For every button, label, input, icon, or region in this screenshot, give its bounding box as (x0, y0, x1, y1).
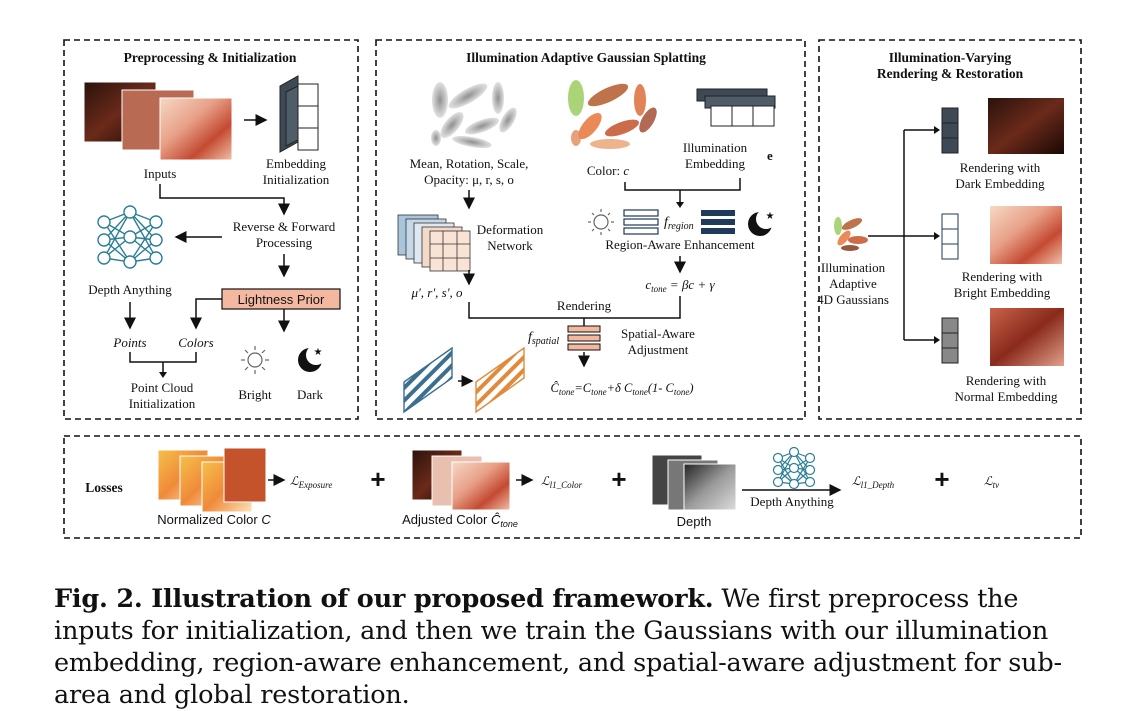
bright-render-image (990, 206, 1062, 264)
exposure-loss: ℒExposure (290, 474, 332, 490)
hatched-blue-shape (403, 346, 453, 414)
l1-depth-loss: ℒl1_Depth (852, 474, 895, 490)
caption-text: We first preprocess the inputs for initi… (54, 584, 1062, 710)
hatched-orange-shape (475, 346, 525, 414)
spatial-adj-label-2: Adjustment (628, 342, 689, 357)
colored-gaussians-icon (568, 80, 657, 149)
final-formula: Ĉtone=Ctone+δ Ctone(1- Ctone) (550, 381, 693, 397)
attributes-label-1: Mean, Rotation, Scale, (410, 156, 529, 171)
moon-icon-2: ★ (748, 209, 776, 236)
gaussian-splatting-panel (375, 39, 806, 420)
colors-label: Colors (178, 335, 213, 350)
diagram-canvas: Preprocessing & Initialization Inputs Em… (63, 39, 1082, 539)
normal-render-image (990, 308, 1064, 366)
normal-render-label-2: Normal Embedding (955, 389, 1058, 404)
gaussians-label-1: Illumination (821, 260, 886, 275)
dark-render-label-1: Rendering with (960, 160, 1041, 175)
normalized-color-label: Normalized Color C (157, 512, 271, 527)
moon-icon: ★ (298, 345, 326, 372)
embedding-init-label-2: Initialization (263, 172, 330, 187)
deformation-label-2: Network (487, 238, 533, 253)
dark-embedding-icon (941, 107, 959, 154)
point-cloud-label-2: Initialization (129, 396, 196, 411)
spatial-adjustment-icon (567, 325, 601, 351)
bright-label: Bright (238, 387, 272, 402)
dark-label: Dark (297, 387, 323, 402)
reverse-forward-label-2: Processing (256, 235, 313, 250)
color-label: Color: c (587, 163, 629, 178)
illumination-embedding-icon (696, 88, 776, 127)
f-spatial-label: fspatial (528, 330, 559, 347)
svg-text:★: ★ (314, 347, 323, 358)
embedding-symbol: e (767, 148, 773, 163)
lightness-prior-label: Lightness Prior (238, 292, 325, 307)
figure-caption: Fig. 2. Illustration of our proposed fra… (54, 583, 1094, 711)
c-tone-formula: ctone = βc + γ (645, 277, 715, 294)
dark-render-image (988, 98, 1064, 154)
gray-gaussians-icon (431, 82, 517, 149)
input-images (83, 81, 233, 161)
plus-3: + (934, 464, 949, 494)
preprocessing-title: Preprocessing & Initialization (124, 50, 297, 65)
depth-anything-network-icon-small (772, 446, 816, 490)
points-label: Points (112, 335, 146, 350)
rendering-label: Rendering (557, 298, 612, 313)
region-enh-label: Region-Aware Enhancement (605, 237, 755, 252)
deformation-label-1: Deformation (477, 222, 544, 237)
l1-color-loss: ℒl1_Color (541, 474, 583, 490)
sun-icon-2 (588, 209, 614, 235)
caption-bold-prefix: Fig. 2. Illustration of our proposed fra… (54, 584, 714, 614)
adaptive-gaussians-icon (834, 217, 868, 251)
depth-images (651, 454, 737, 511)
sun-icon (241, 346, 269, 374)
attributes-label-2: Opacity: μ, r, s, o (424, 172, 514, 187)
spatial-adj-label-1: Spatial-Aware (621, 326, 695, 341)
adjusted-color-images (411, 449, 511, 511)
plus-2: + (611, 464, 626, 494)
rendering-title-2: Rendering & Restoration (877, 66, 1024, 81)
normal-render-label-1: Rendering with (966, 373, 1047, 388)
rendering-title-1: Illumination-Varying (889, 50, 1012, 65)
illumination-embedding-label-1: Illumination (683, 140, 748, 155)
depth-anything-label: Depth Anything (88, 282, 172, 297)
gaussians-label-3: 4D Gaussians (817, 292, 889, 307)
region-enhancement-white-icon (623, 209, 659, 235)
reverse-forward-label-1: Reverse & Forward (233, 219, 336, 234)
preprocessing-panel (63, 39, 359, 420)
embedding-initialization-icon (279, 75, 319, 153)
rendering-panel (818, 39, 1082, 420)
embedding-init-label-1: Embedding (266, 156, 326, 171)
normalized-color-images (157, 447, 267, 513)
losses-title: Losses (85, 480, 123, 495)
deformed-attrs-label: μ', r', s', o (411, 285, 463, 300)
depth-anything-loss-label: Depth Anything (750, 494, 834, 509)
illumination-embedding-label-2: Embedding (685, 156, 745, 171)
bright-render-label-2: Bright Embedding (954, 285, 1051, 300)
depth-anything-network-icon (97, 205, 163, 269)
point-cloud-label-1: Point Cloud (131, 380, 194, 395)
svg-text:★: ★ (766, 211, 775, 222)
bright-embedding-icon (941, 213, 959, 260)
tv-loss: ℒtv (984, 474, 999, 490)
deformation-network-icon (397, 214, 471, 272)
normal-embedding-icon (941, 317, 959, 364)
plus-1: + (370, 464, 385, 494)
gaussians-label-2: Adaptive (829, 276, 877, 291)
dark-render-label-2: Dark Embedding (955, 176, 1045, 191)
depth-label: Depth (677, 514, 712, 529)
bright-render-label-1: Rendering with (962, 269, 1043, 284)
region-enhancement-navy-icon (701, 210, 735, 234)
gaussian-splatting-title: Illumination Adaptive Gaussian Splatting (466, 50, 706, 65)
adjusted-color-label: Adjusted Color Ĉtone (402, 512, 518, 529)
inputs-label: Inputs (144, 166, 177, 181)
f-region-label: fregion (664, 215, 694, 232)
